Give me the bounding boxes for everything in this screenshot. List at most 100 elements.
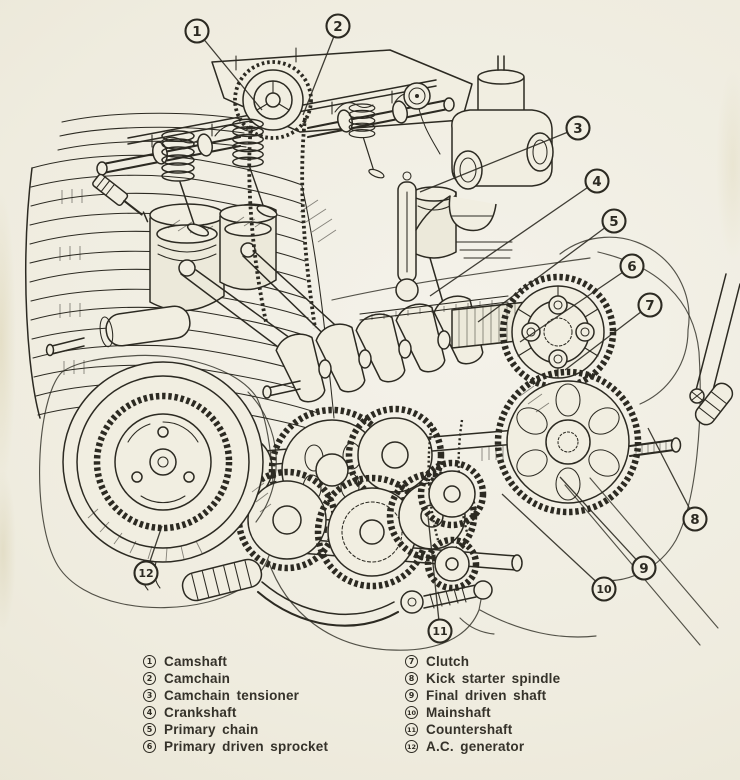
callout-primary-driven-sprocket: 6 — [619, 253, 645, 279]
callout-number: 9 — [639, 561, 648, 577]
leader-line-9 — [559, 476, 645, 569]
callout-circle — [584, 168, 610, 194]
ac-generator — [45, 305, 277, 591]
camchain-tensioner — [395, 171, 419, 302]
legend-label: Mainshaft — [426, 705, 491, 720]
callout-number: 6 — [627, 259, 636, 275]
ignition-points — [403, 82, 441, 155]
legend-item: 11 Countershaft — [405, 721, 560, 738]
callout-circle — [325, 13, 351, 39]
callout-crankshaft: 4 — [584, 168, 610, 194]
callout-primary-chain: 5 — [601, 208, 627, 234]
callout-number: 3 — [573, 121, 582, 137]
legend-label: Camshaft — [164, 654, 228, 669]
legend-item: 5 Primary chain — [143, 721, 328, 738]
callout-camshaft: 1 — [184, 18, 210, 44]
callout-circle — [427, 618, 453, 644]
legend-label: Final driven shaft — [426, 688, 547, 703]
callout-circle — [565, 115, 591, 141]
camchain-drive — [233, 60, 419, 329]
legend-number-badge: 11 — [405, 723, 418, 736]
leader-line-10 — [501, 493, 605, 590]
legend-number-badge: 1 — [143, 655, 156, 668]
legend-number-badge: 8 — [405, 672, 418, 685]
legend-column-right: 7 Clutch 8 Kick starter spindle 9 Final drive… — [405, 653, 560, 755]
legend-label: Camchain — [164, 671, 231, 686]
legend-number-badge: 6 — [143, 740, 156, 753]
callout-mainshaft: 10 — [591, 576, 617, 602]
callout-number: 2 — [333, 19, 342, 35]
legend-item: 1 Camshaft — [143, 653, 328, 670]
legend-item: 6 Primary driven sprocket — [143, 738, 328, 755]
callout-circle — [631, 555, 657, 581]
legend-label: A.C. generator — [426, 739, 525, 754]
callout-number: 4 — [592, 174, 601, 190]
legend-number-badge: 4 — [143, 706, 156, 719]
leader-line-4 — [429, 180, 598, 297]
legend-label: Kick starter spindle — [426, 671, 561, 686]
leader-line-7 — [564, 304, 651, 371]
legend-item: 4 Crankshaft — [143, 704, 328, 721]
callout-number: 8 — [690, 512, 699, 528]
callout-kick-starter-spindle: 8 — [682, 506, 708, 532]
callout-circle — [133, 560, 159, 586]
callout-countershaft: 11 — [427, 618, 453, 644]
legend-number-badge: 3 — [143, 689, 156, 702]
callout-circle — [184, 18, 210, 44]
callout-number: 10 — [596, 583, 612, 596]
callout-number: 11 — [432, 625, 447, 638]
callout-clutch: 7 — [637, 292, 663, 318]
callout-circle — [591, 576, 617, 602]
final-drive — [417, 419, 487, 541]
legend-label: Camchain tensioner — [164, 688, 300, 703]
callout-camchain: 2 — [325, 13, 351, 39]
callout-final-driven-shaft: 9 — [631, 555, 657, 581]
legend-number-badge: 7 — [405, 655, 418, 668]
callout-circle — [619, 253, 645, 279]
carburetor — [415, 55, 554, 259]
callout-circle — [682, 506, 708, 532]
callout-number: 7 — [645, 298, 654, 314]
callout-camchain-tensioner: 3 — [565, 115, 591, 141]
valve-gear — [92, 103, 385, 237]
legend-item: 3 Camchain tensioner — [143, 687, 328, 704]
leader-line-6 — [519, 265, 633, 343]
legend-item: 8 Kick starter spindle — [405, 670, 560, 687]
leader-line-5 — [477, 220, 615, 323]
leader-line-8 — [647, 427, 696, 520]
legend-item: 12 A.C. generator — [405, 738, 560, 755]
shift-lever — [181, 558, 495, 635]
callout-number: 12 — [138, 567, 153, 580]
legend-label: Countershaft — [426, 722, 513, 737]
leader-line-2 — [302, 25, 339, 116]
legend-item: 2 Camchain — [143, 670, 328, 687]
oil-gallery-rod — [359, 295, 509, 321]
legend-item: 10 Mainshaft — [405, 704, 560, 721]
callout-circle — [601, 208, 627, 234]
legend-number-badge: 9 — [405, 689, 418, 702]
legend-item: 9 Final driven shaft — [405, 687, 560, 704]
callout-number: 5 — [609, 214, 618, 230]
legend-number-badge: 10 — [405, 706, 418, 719]
legend-number-badge: 2 — [143, 672, 156, 685]
leader-line-1 — [196, 30, 263, 111]
shading — [251, 199, 550, 513]
legend-label: Clutch — [426, 654, 470, 669]
legend-label: Primary chain — [164, 722, 259, 737]
starter-motor — [99, 305, 191, 348]
clutch — [499, 236, 690, 405]
spark-plug — [92, 173, 149, 223]
leader-line-11 — [427, 515, 441, 632]
legend-column-left: 1 Camshaft 2 Camchain 3 Camchain tensioner 4 Cr… — [143, 653, 328, 755]
gear-cluster — [203, 405, 547, 592]
legend-number-badge: 5 — [143, 723, 156, 736]
legend-item: 7 Clutch — [405, 653, 560, 670]
legend-label: Crankshaft — [164, 705, 237, 720]
legend-label: Primary driven sprocket — [164, 739, 329, 754]
legend-number-badge: 12 — [405, 740, 418, 753]
callout-circle — [637, 292, 663, 318]
callout-number: 1 — [192, 24, 201, 40]
leader-line-3 — [419, 127, 579, 193]
